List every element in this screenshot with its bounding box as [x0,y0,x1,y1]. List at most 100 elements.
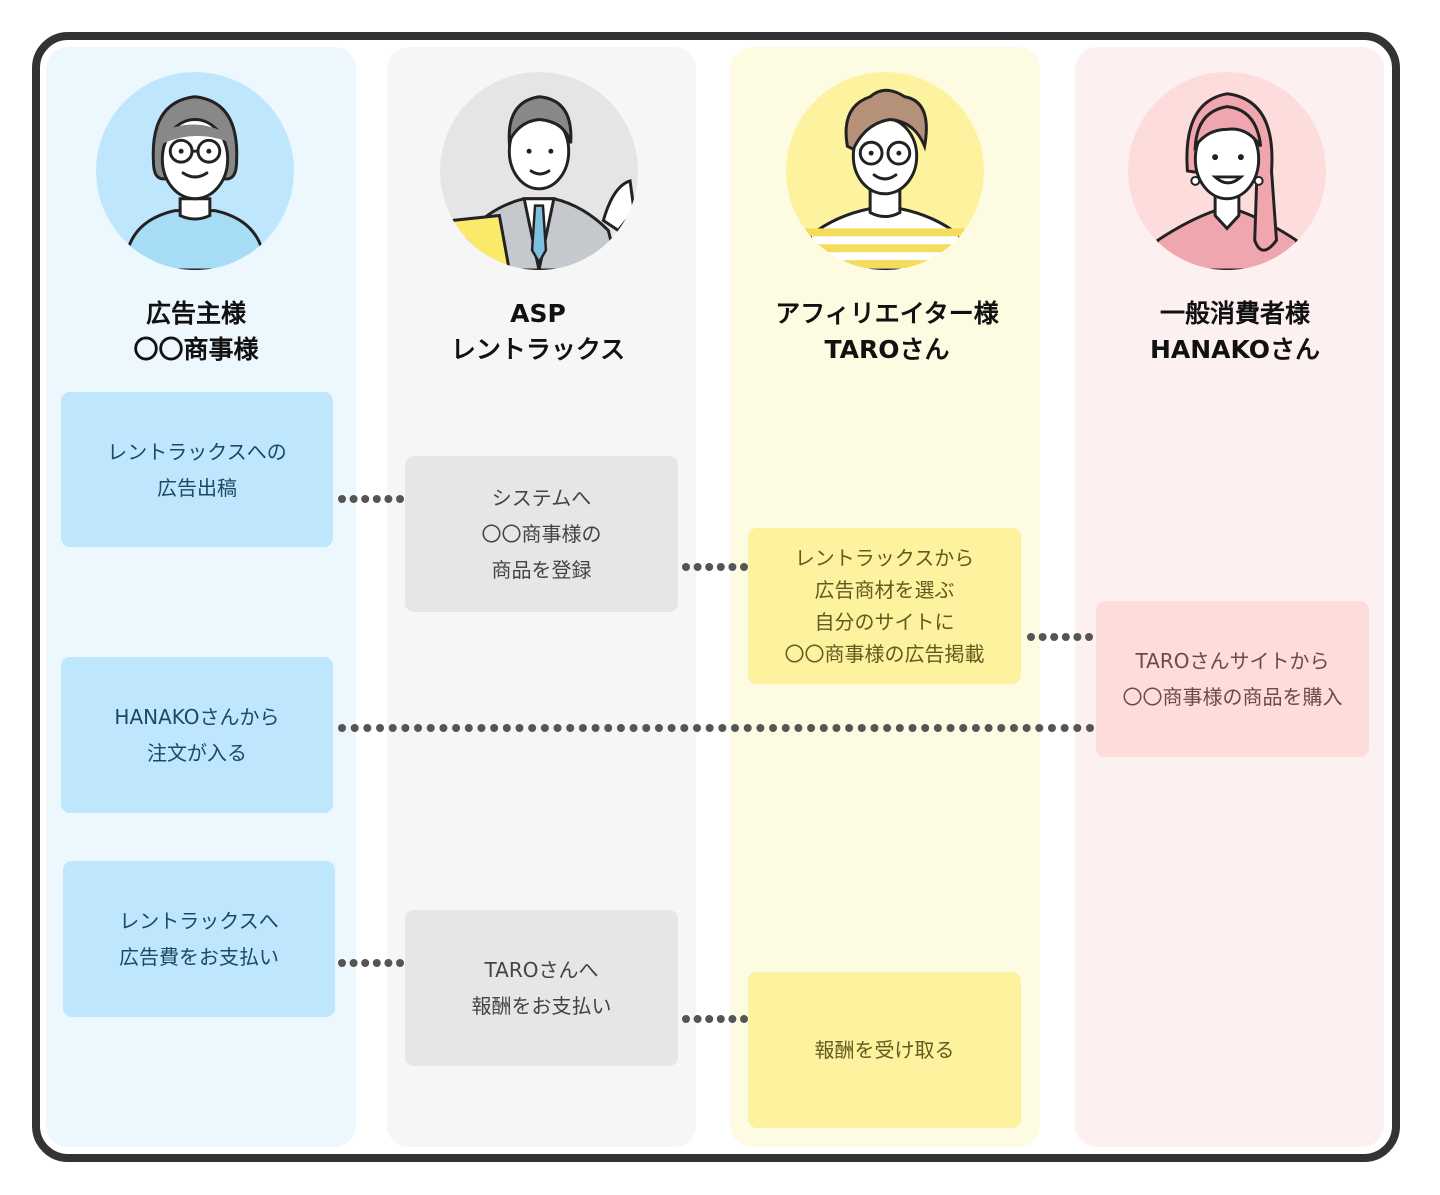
lane-title-affiliate: アフィリエイター様 TAROさん [732,296,1042,368]
connector-dot [464,724,473,732]
step-text-line: TAROさんサイトから [1135,649,1330,673]
connector-dot [769,724,778,732]
step-box-purchase: TAROさんサイトから 〇〇商事様の商品を購入 [1096,601,1369,757]
connector-dot [1047,724,1056,732]
connector-consumer-to-advertiser [338,723,1094,733]
connector-dot [682,563,690,571]
connector-dot [452,724,461,732]
connector-asp-to-affiliate-payment [682,1014,748,1024]
lane-title-line: 広告主様 [145,299,246,328]
connector-dot [845,724,854,732]
lane-title-line: アフィリエイター様 [775,299,999,328]
connector-dot [566,724,575,732]
connector-dot [693,563,702,571]
connector-dot [553,724,562,732]
connector-dot [870,724,879,732]
step-text-line: 自分のサイトに [814,610,955,634]
step-text-line: システムへ [491,486,592,510]
lane-title-line: ASP [510,299,566,328]
step-box-choose-and-post-ad: レントラックスから 広告商材を選ぶ 自分のサイトに 〇〇商事様の広告掲載 [748,528,1021,684]
connector-dot [629,724,638,732]
step-text-line: HANAKOさんから [114,705,280,729]
connector-dot [1060,724,1069,732]
connector-dot [997,724,1006,732]
connector-dot [682,1015,690,1023]
step-text-line: レントラックスへの [107,439,287,464]
connector-dot [921,724,930,732]
connector-asp-to-affiliate [682,562,748,572]
connector-dot [705,563,714,571]
connector-dot [396,959,404,967]
connector-dot [1050,633,1059,641]
connector-dot [728,563,737,571]
connector-dot [338,959,346,967]
step-text-line: 〇〇商事様の広告掲載 [784,642,985,666]
connector-dot [819,724,828,732]
connector-advertiser-to-asp-payment [338,958,404,968]
step-box-order-received: HANAKOさんから 注文が入る [61,657,333,813]
connector-dot [756,724,765,732]
connector-dot [642,724,651,732]
step-text-line: 広告商材を選ぶ [814,578,955,602]
connector-dot [883,724,892,732]
connector-dot [692,724,701,732]
step-box-pay-ad-fee: レントラックスへ 広告費をお支払い [63,861,335,1017]
connector-dot [490,724,499,732]
connector-dot [740,563,748,571]
connector-dot [376,724,385,732]
connector-dot [361,959,370,967]
connector-dot [350,724,359,732]
connector-dot [781,724,790,732]
long-hair-woman-avatar [1128,72,1326,270]
connector-dot [361,495,370,503]
connector-dot [716,1015,725,1023]
connector-dot [349,495,358,503]
connector-dot [414,724,423,732]
step-box-pay-reward: TAROさんへ 報酬をお支払い [405,910,678,1066]
connector-dot [807,724,816,732]
connector-dot [1085,633,1093,641]
step-text-line: レントラックスへ [119,909,279,933]
connector-dot [384,495,393,503]
connector-dot [439,724,448,732]
connector-dot [731,724,740,732]
connector-dot [857,724,866,732]
connector-dot [388,724,397,732]
connector-dot [1073,633,1082,641]
connector-dot [591,724,600,732]
connector-dot [693,1015,702,1023]
connector-dot [959,724,968,732]
connector-advertiser-to-asp [338,494,404,504]
connector-dot [794,724,803,732]
connector-dot [349,959,358,967]
curly-hair-man-avatar [786,72,984,270]
step-text-line: 広告費をお支払い [119,945,279,969]
connector-dot [654,724,663,732]
connector-dot [401,724,410,732]
connector-dot [908,724,917,732]
step-text-line: 〇〇商事様の [481,522,602,546]
step-text-line: 報酬をお支払い [471,994,612,1018]
connector-dot [832,724,841,732]
connector-dot [728,1015,737,1023]
connector-dot [705,1015,714,1023]
connector-dot [680,724,689,732]
step-text-line: 注文が入る [147,741,247,765]
connector-dot [540,724,549,732]
connector-dot [616,724,625,732]
connector-dot [372,959,381,967]
step-text-line: レントラックスから [794,546,975,570]
connector-dot [1061,633,1070,641]
connector-dot [740,1015,748,1023]
connector-dot [1073,724,1082,732]
connector-dot [502,724,511,732]
connector-dot [515,724,524,732]
step-box-register-product: システムへ 〇〇商事様の 商品を登録 [405,456,678,612]
connector-dot [1035,724,1044,732]
lane-title-asp: ASP レントラックス [383,296,693,368]
connector-dot [338,495,346,503]
lane-title-advertiser: 広告主様 〇〇商事様 [41,296,351,368]
connector-dot [604,724,613,732]
connector-dot [528,724,537,732]
connector-dot [895,724,904,732]
